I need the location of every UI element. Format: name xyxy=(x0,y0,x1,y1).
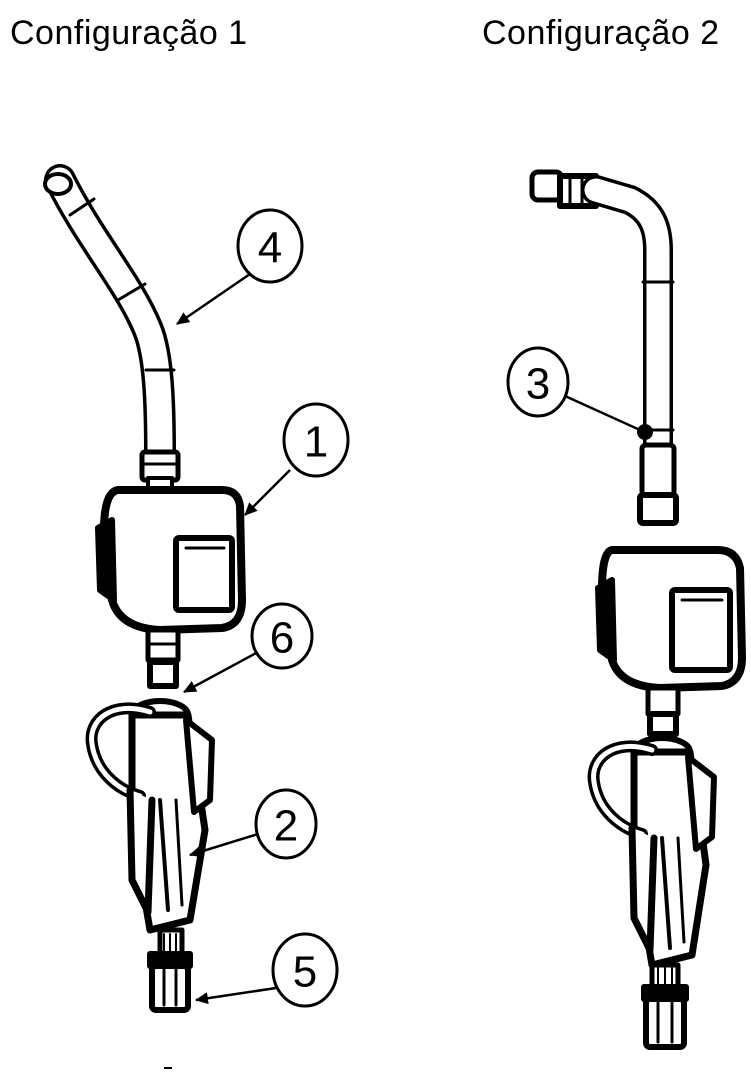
meter-part-1 xyxy=(95,486,246,634)
callout-2: 2 xyxy=(189,788,318,860)
callout-6: 6 xyxy=(183,602,314,694)
configuration-2-assembly xyxy=(529,169,746,1050)
configuration-2-title: Configuração 2 xyxy=(482,14,720,52)
callout-1: 1 xyxy=(244,402,350,516)
callout-1-label: 1 xyxy=(304,418,328,467)
configuration-1-title: Configuração 1 xyxy=(10,14,248,52)
meter-config-2 xyxy=(595,546,746,692)
rigid-extension-part-3 xyxy=(529,169,679,526)
nozzle-valve-config-2 xyxy=(587,735,717,969)
upper-fitting xyxy=(139,449,181,492)
tip-config-2 xyxy=(641,962,689,1050)
configuration-1-assembly xyxy=(43,164,246,1013)
tip-part-5 xyxy=(147,927,193,1013)
adapter-config-2 xyxy=(645,685,681,737)
adapter-part-6 xyxy=(145,627,181,689)
callout-6-label: 6 xyxy=(270,614,294,663)
callout-4: 4 xyxy=(176,208,304,326)
curved-extension-part-4 xyxy=(43,164,176,468)
nozzle-valve-part-2 xyxy=(85,698,215,934)
callout-3-label: 3 xyxy=(526,360,550,409)
callout-4-label: 4 xyxy=(258,224,282,273)
callout-2-label: 2 xyxy=(274,802,298,851)
callout-5-label: 5 xyxy=(293,948,317,997)
callout-5: 5 xyxy=(195,932,339,1008)
callout-3: 3 xyxy=(506,346,653,440)
